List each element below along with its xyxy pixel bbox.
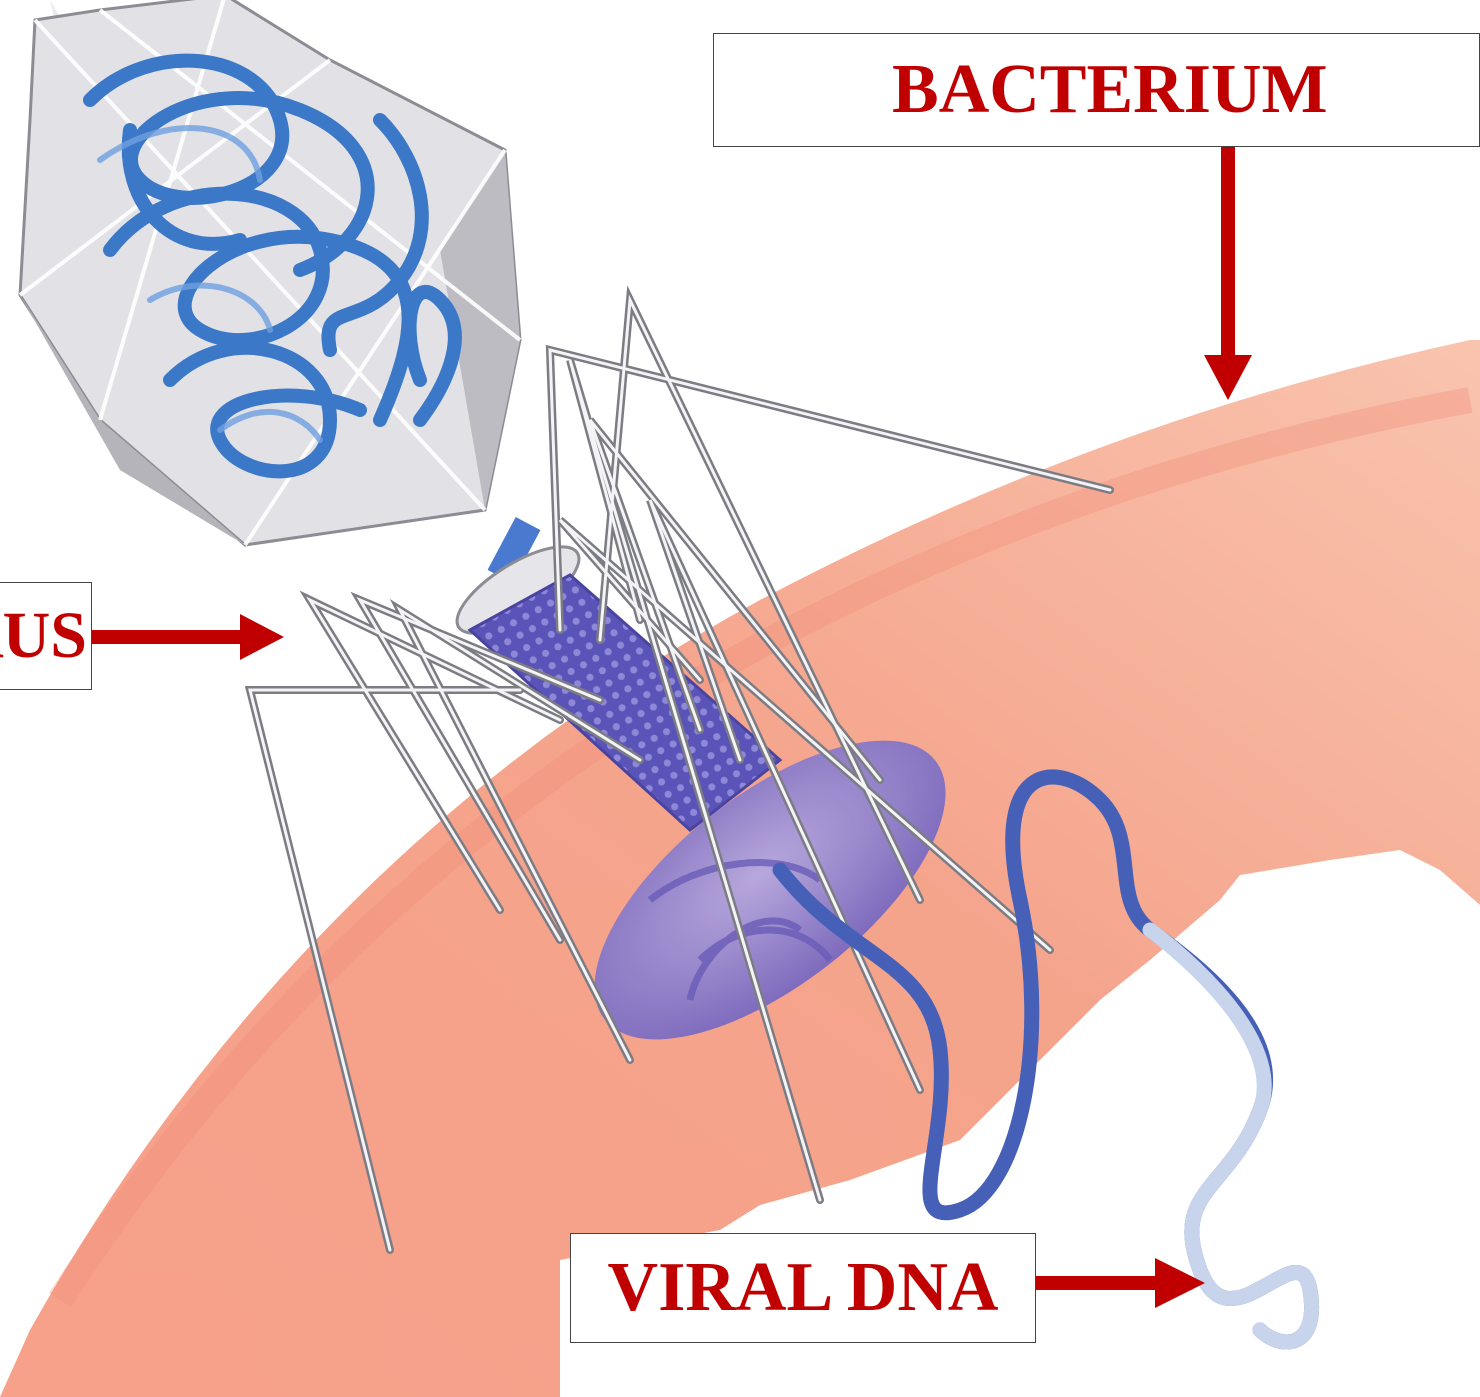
- capsid-head: [20, 0, 520, 545]
- arrow-bacterium: [1204, 147, 1252, 400]
- label-bacterium: BACTERIUM: [713, 33, 1480, 147]
- label-virus-text: VIRUS: [0, 598, 87, 674]
- arrow-viral-dna: [1036, 1258, 1205, 1308]
- label-viral-dna: VIRAL DNA: [570, 1233, 1036, 1343]
- label-virus: VIRUS: [0, 582, 92, 690]
- label-viral-dna-text: VIRAL DNA: [608, 1248, 999, 1328]
- arrow-virus: [92, 614, 284, 660]
- label-bacterium-text: BACTERIUM: [892, 50, 1328, 130]
